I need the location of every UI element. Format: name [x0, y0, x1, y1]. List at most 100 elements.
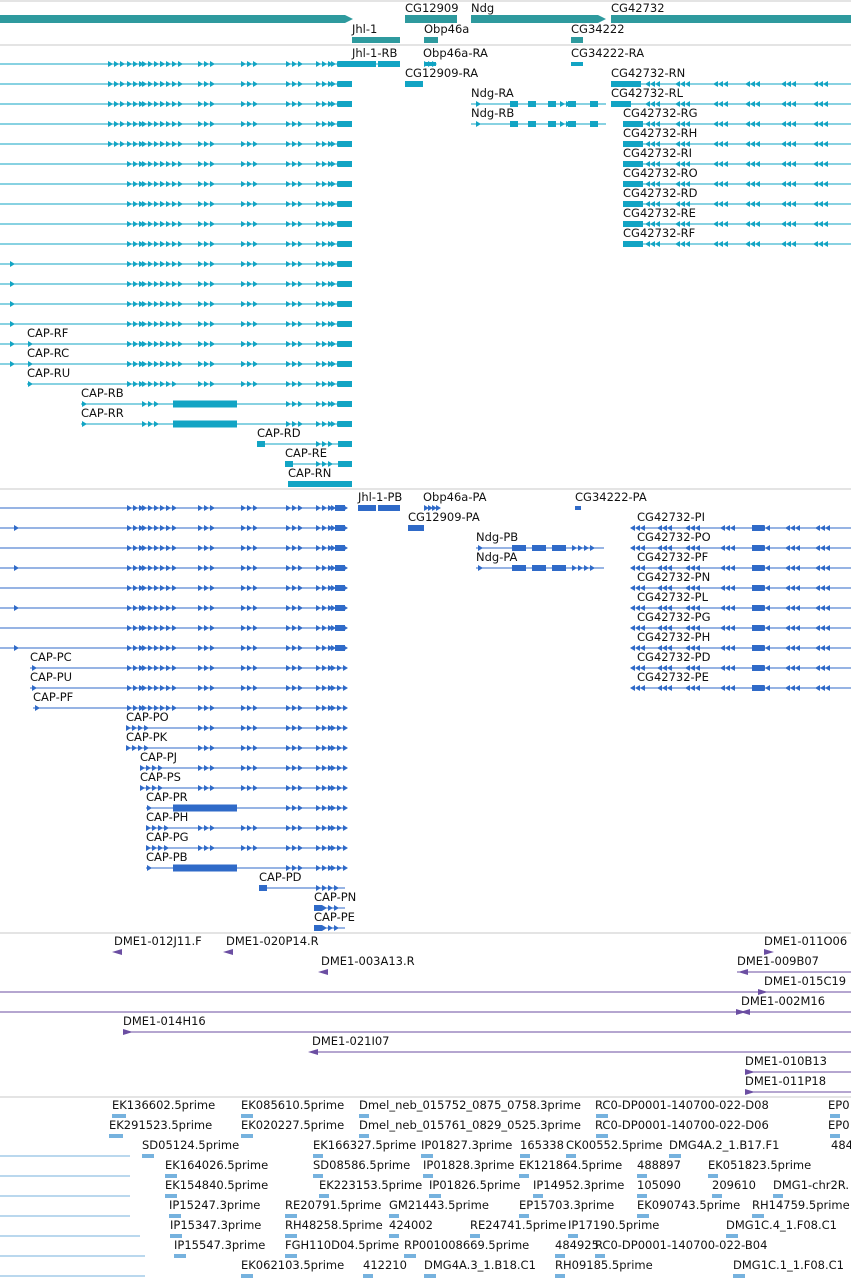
protein-row[interactable] — [0, 525, 348, 531]
est-block[interactable] — [169, 1214, 181, 1218]
est-block[interactable] — [285, 1214, 297, 1218]
transcript-row[interactable] — [0, 141, 352, 147]
transcript-row[interactable] — [611, 81, 851, 87]
protein-row[interactable] — [630, 625, 851, 631]
protein-row[interactable] — [630, 565, 851, 571]
est-block[interactable] — [520, 1154, 530, 1158]
exon-block[interactable] — [611, 101, 631, 107]
est-block[interactable] — [174, 1254, 186, 1258]
exon-block[interactable] — [335, 625, 345, 631]
clone-row[interactable] — [0, 989, 851, 995]
est-block[interactable] — [389, 1214, 399, 1218]
exon-block[interactable] — [752, 625, 764, 631]
exon-block[interactable] — [259, 885, 267, 891]
protein-row[interactable] — [0, 585, 348, 591]
exon-block[interactable] — [548, 101, 556, 107]
est-block[interactable] — [726, 1234, 738, 1238]
protein-row[interactable] — [314, 905, 345, 911]
est-row[interactable] — [0, 1174, 718, 1178]
exon-block[interactable] — [173, 804, 237, 812]
est-block[interactable] — [712, 1194, 722, 1198]
est-block[interactable] — [519, 1174, 529, 1178]
exon-block[interactable] — [528, 101, 536, 107]
gene-bar-jhl-1[interactable] — [352, 37, 400, 43]
exon-block[interactable] — [338, 101, 352, 107]
transcript-row[interactable] — [27, 361, 352, 367]
est-block[interactable] — [752, 1214, 764, 1218]
exon-block[interactable] — [338, 341, 352, 347]
protein-row[interactable] — [140, 785, 348, 791]
clone-row[interactable] — [764, 949, 774, 955]
est-block[interactable] — [733, 1274, 745, 1278]
gene-bar-ndg[interactable] — [471, 15, 606, 23]
protein-row[interactable] — [476, 545, 604, 551]
est-block[interactable] — [595, 1254, 605, 1258]
est-block[interactable] — [830, 1134, 840, 1138]
est-row[interactable] — [112, 1114, 840, 1118]
exon-block[interactable] — [623, 121, 643, 127]
protein-row[interactable] — [358, 505, 581, 531]
exon-block[interactable] — [752, 605, 764, 611]
exon-block[interactable] — [623, 161, 643, 167]
protein-row[interactable] — [0, 565, 348, 571]
transcript-row[interactable] — [611, 101, 851, 107]
transcript-row[interactable] — [471, 101, 606, 107]
protein-row[interactable] — [0, 545, 348, 551]
est-block[interactable] — [241, 1274, 253, 1278]
exon-block[interactable] — [338, 221, 352, 227]
protein-row[interactable] — [30, 685, 348, 691]
clone-row[interactable] — [745, 1089, 851, 1095]
est-block[interactable] — [142, 1154, 154, 1158]
protein-row[interactable] — [126, 745, 348, 751]
protein-row[interactable] — [146, 845, 348, 851]
est-block[interactable] — [429, 1194, 441, 1198]
transcript-row[interactable] — [0, 281, 352, 287]
protein-row[interactable] — [146, 864, 348, 872]
transcript-row[interactable] — [285, 461, 352, 467]
exon-block[interactable] — [752, 585, 764, 591]
exon-block[interactable] — [548, 121, 556, 127]
protein-row[interactable] — [476, 565, 604, 571]
est-block[interactable] — [568, 1234, 578, 1238]
exon-block[interactable] — [338, 301, 352, 307]
exon-block[interactable] — [173, 864, 237, 872]
est-row[interactable] — [0, 1194, 783, 1198]
exon-block[interactable] — [528, 121, 536, 127]
transcript-row[interactable] — [27, 341, 352, 347]
exon-block[interactable] — [335, 645, 345, 651]
est-block[interactable] — [423, 1174, 433, 1178]
est-block[interactable] — [109, 1134, 123, 1138]
exon-block[interactable] — [571, 62, 583, 66]
exon-block[interactable] — [552, 565, 566, 571]
exon-block[interactable] — [335, 505, 345, 511]
transcript-row[interactable] — [0, 241, 352, 247]
exon-block[interactable] — [338, 121, 352, 127]
exon-block[interactable] — [532, 565, 546, 571]
est-block[interactable] — [830, 1114, 840, 1118]
exon-block[interactable] — [257, 441, 265, 447]
exon-block[interactable] — [590, 121, 598, 127]
clone-row[interactable] — [223, 949, 233, 955]
exon-block[interactable] — [288, 481, 338, 487]
est-row[interactable] — [0, 1154, 681, 1158]
est-block[interactable] — [470, 1234, 480, 1238]
gene-bar-cg12909[interactable] — [405, 15, 457, 23]
est-block[interactable] — [389, 1234, 399, 1238]
est-block[interactable] — [359, 1134, 369, 1138]
est-row[interactable] — [0, 1234, 738, 1238]
exon-block[interactable] — [623, 141, 643, 147]
transcript-row[interactable] — [0, 81, 352, 87]
transcript-row[interactable] — [471, 121, 606, 127]
est-block[interactable] — [637, 1174, 647, 1178]
protein-row[interactable] — [630, 585, 851, 591]
clone-row[interactable] — [737, 969, 851, 975]
exon-block[interactable] — [338, 401, 352, 407]
transcript-row[interactable] — [623, 221, 851, 227]
est-block[interactable] — [165, 1194, 177, 1198]
exon-block[interactable] — [338, 421, 352, 427]
protein-row[interactable] — [0, 505, 348, 511]
est-block[interactable] — [555, 1274, 565, 1278]
exon-block[interactable] — [338, 261, 352, 267]
est-block[interactable] — [170, 1234, 182, 1238]
est-block[interactable] — [555, 1254, 565, 1258]
